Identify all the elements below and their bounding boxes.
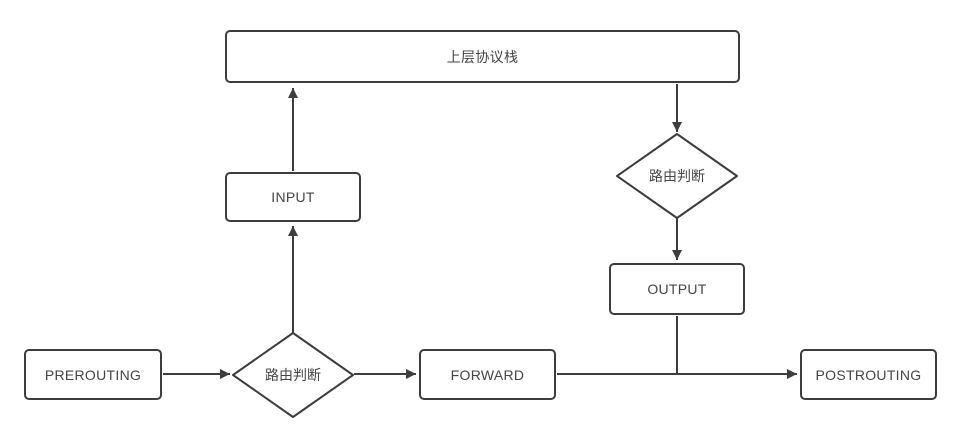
routing-decision-right-label: 路由判断: [649, 168, 705, 184]
node-prerouting-label: PREROUTING: [44, 366, 142, 383]
node-prerouting: PREROUTING: [24, 349, 162, 400]
node-upper-protocol-stack-label: 上层协议栈: [446, 48, 519, 65]
routing-decision-left-label: 路由判断: [265, 367, 321, 383]
node-input: INPUT: [225, 172, 361, 222]
node-input-label: INPUT: [271, 189, 315, 205]
node-postrouting-label: POSTROUTING: [815, 366, 922, 383]
node-output-label: OUTPUT: [647, 281, 707, 297]
node-forward-label: FORWARD: [450, 366, 525, 383]
node-forward: FORWARD: [419, 349, 556, 400]
node-output: OUTPUT: [609, 263, 745, 315]
routing-decision-left-shape: [232, 332, 354, 418]
node-upper-protocol-stack: 上层协议栈: [225, 30, 740, 83]
routing-decision-right-shape: [616, 133, 738, 219]
node-postrouting: POSTROUTING: [800, 349, 937, 400]
